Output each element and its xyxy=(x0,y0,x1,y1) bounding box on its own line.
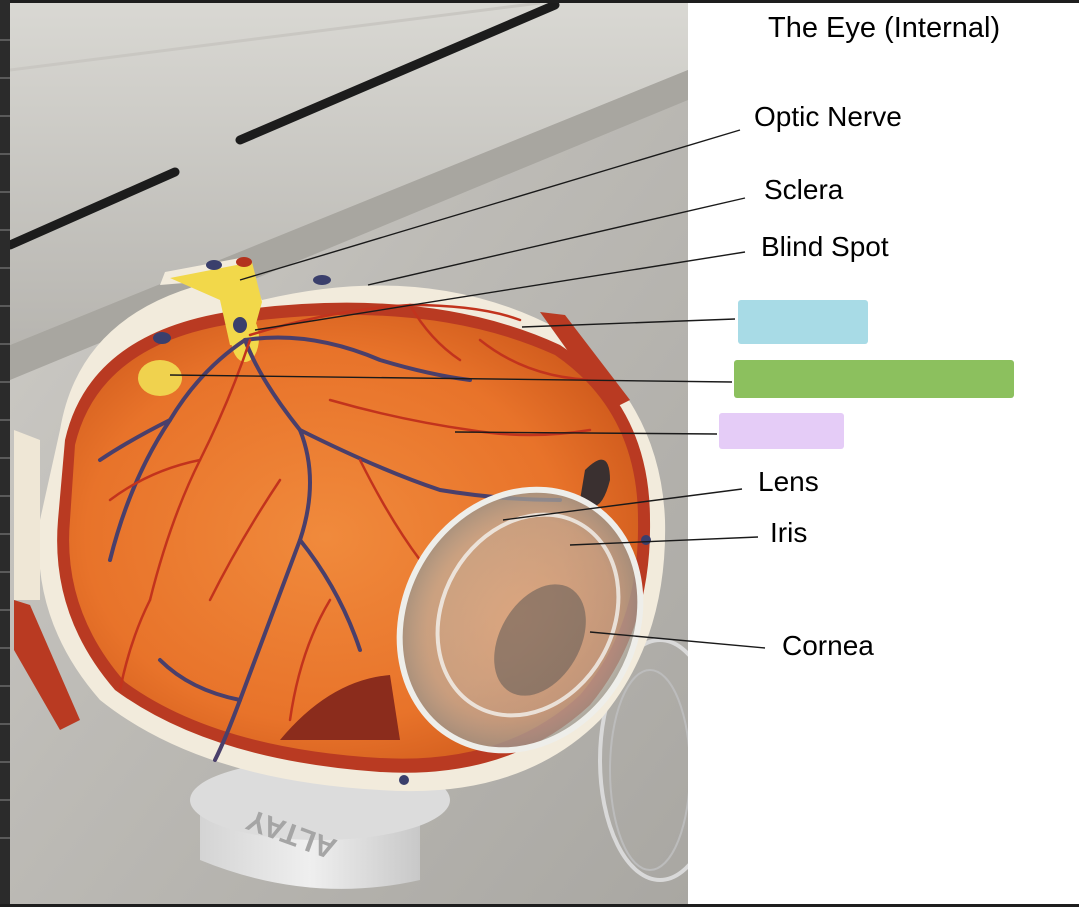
label-blind-spot: Blind Spot xyxy=(761,231,889,262)
top-border xyxy=(0,0,1079,3)
eye-model-photo: ALTAY xyxy=(10,3,688,904)
label-optic-nerve: Optic Nerve xyxy=(754,101,902,132)
bottom-border xyxy=(0,904,1079,907)
leader-blank-1 xyxy=(521,318,736,328)
leader-sclera xyxy=(367,197,746,286)
answer-blank-3[interactable] xyxy=(719,413,844,449)
leader-cornea xyxy=(589,631,766,649)
left-ruler xyxy=(0,0,10,907)
leader-blank-2 xyxy=(169,374,733,383)
leader-lens xyxy=(502,488,743,521)
leader-iris xyxy=(569,536,759,546)
label-sclera: Sclera xyxy=(764,174,844,205)
diagram-title: The Eye (Internal) xyxy=(768,12,1001,44)
answer-blank-2[interactable] xyxy=(734,360,1014,398)
leader-blank-3 xyxy=(454,431,718,435)
label-cornea: Cornea xyxy=(782,630,874,661)
leader-blind-spot xyxy=(254,251,746,331)
leader-optic-nerve xyxy=(239,129,741,281)
ruler-ticks xyxy=(0,39,10,839)
answer-blank-1[interactable] xyxy=(738,300,868,344)
label-lens: Lens xyxy=(758,466,819,497)
label-iris: Iris xyxy=(770,517,808,548)
